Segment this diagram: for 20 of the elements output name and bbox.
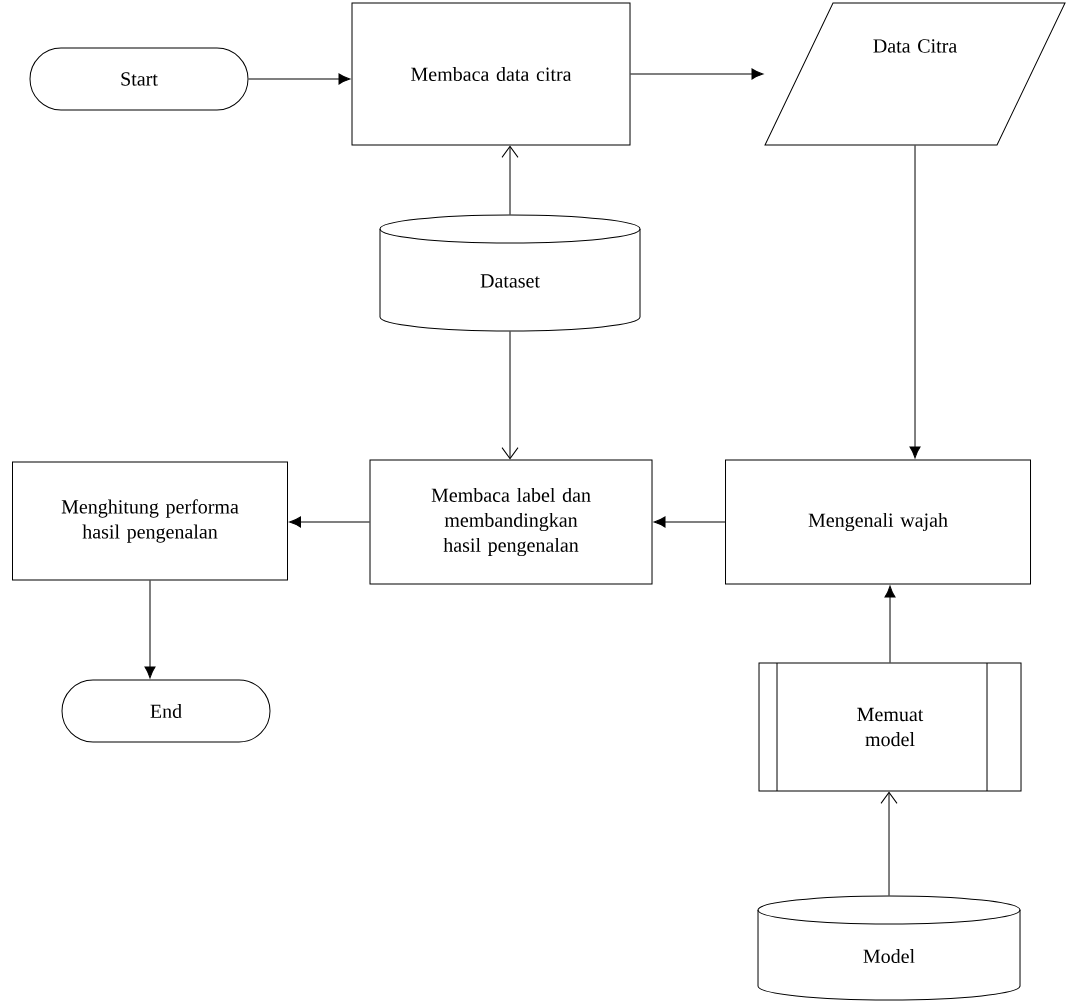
arrow	[144, 580, 156, 679]
node-label: Dataset	[480, 274, 540, 288]
process-box: Mengenali wajah	[725, 459, 1031, 585]
arrow	[909, 145, 921, 459]
arrow	[653, 516, 726, 528]
node-label: Model	[863, 948, 915, 964]
process-box: Menghitung performa hasil pengenalan	[12, 461, 288, 581]
arrow	[630, 68, 764, 80]
process-box: Membaca label dan membandingkan hasil pengenalan	[369, 459, 653, 585]
arrow	[884, 585, 896, 663]
arrow	[289, 516, 370, 528]
arrow	[248, 73, 351, 85]
arrow	[880, 791, 898, 896]
database-cylinder: Dataset	[379, 214, 641, 332]
data-parallelogram: Data Citra	[764, 2, 1066, 146]
process-box: Membaca data citra	[351, 2, 631, 146]
database-cylinder: Model	[757, 895, 1021, 1001]
predefined-process-box: Memuat model	[758, 662, 1022, 792]
arrow	[501, 145, 519, 215]
arrow	[501, 331, 519, 460]
